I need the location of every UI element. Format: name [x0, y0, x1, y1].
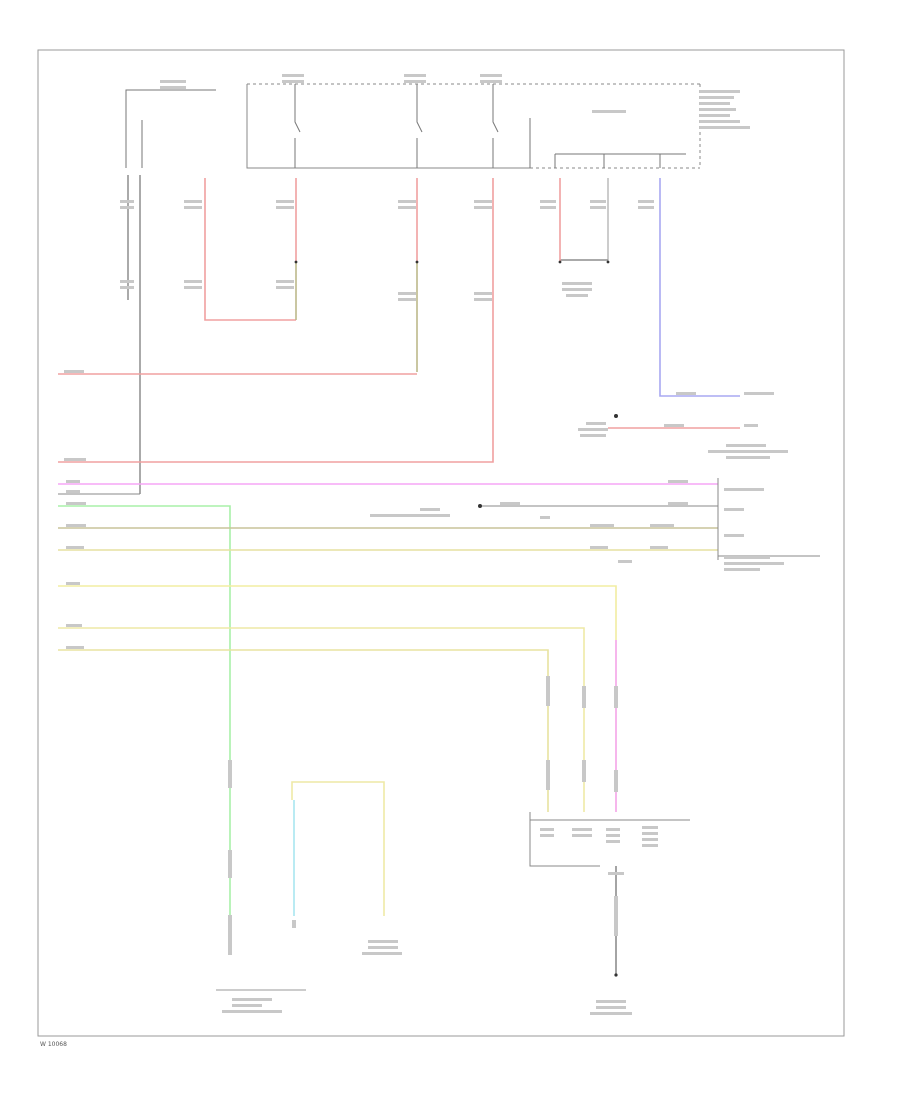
diagram-id-footer: W 10068	[40, 1041, 67, 1048]
left-fuse-bracket	[125, 89, 216, 168]
yellow-wire-628	[58, 627, 585, 812]
module-switches	[294, 84, 686, 168]
violet-wire	[659, 178, 740, 397]
black-wires	[127, 175, 608, 494]
green-wire	[58, 505, 231, 930]
yellow-wire-586	[58, 585, 617, 812]
yellow-loop	[291, 781, 385, 916]
top-module	[246, 83, 701, 169]
yellow-wire-650	[58, 649, 549, 812]
connector-dots	[294, 260, 618, 977]
faint-label-marks	[64, 74, 788, 1015]
lower-module	[529, 812, 690, 867]
diagram-frame	[37, 49, 845, 1037]
red-wires	[58, 178, 740, 463]
olive-wires	[295, 262, 418, 372]
